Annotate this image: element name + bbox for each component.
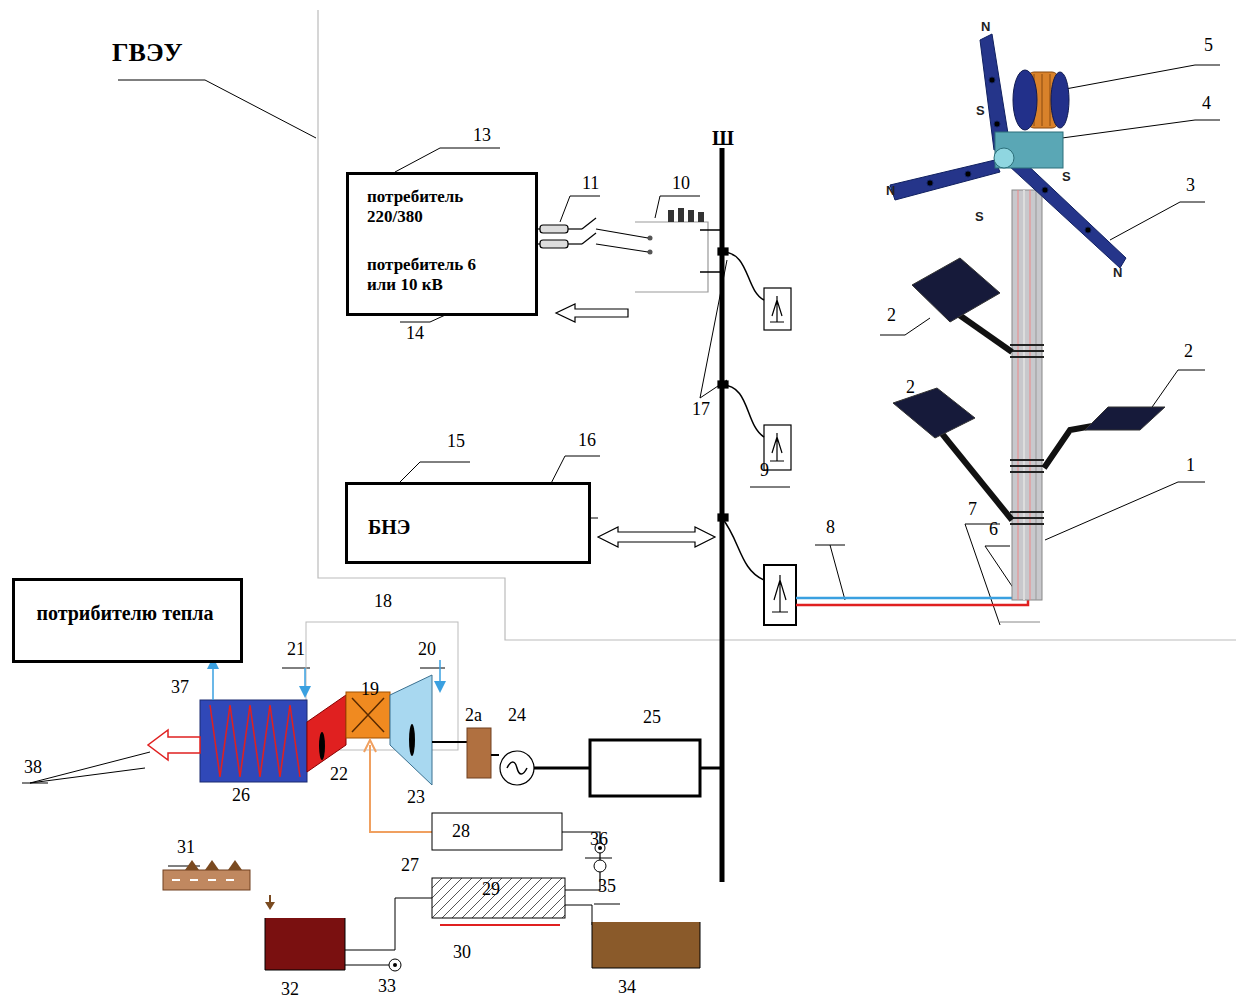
callout-number: 2 [1184, 342, 1193, 360]
gearbox [467, 728, 491, 778]
switch-cabinet [635, 208, 720, 292]
generator [1013, 70, 1069, 130]
pole-letter: S [976, 104, 985, 117]
callout-number: 28 [452, 822, 470, 840]
callout-number: 35 [598, 877, 616, 895]
outlet-arrow [212, 660, 214, 700]
feed-tank [265, 918, 345, 970]
heater [440, 924, 560, 926]
gas-pipe [370, 745, 432, 832]
turbine [307, 695, 346, 772]
callout-number: 18 [374, 592, 392, 610]
callout-number: 2а [465, 706, 482, 724]
callout-number: 1 [1186, 456, 1195, 474]
callout-number: 4 [1202, 94, 1211, 112]
inlet-arrow [439, 660, 441, 690]
callout-number: 2 [887, 306, 896, 324]
compressor [390, 675, 432, 785]
box-text: потребитель 220/380 [367, 187, 507, 228]
callout-number: 17 [692, 400, 710, 418]
consumer-box: потрибителю тепла [12, 578, 243, 663]
heat-flow-arrow [148, 730, 200, 760]
breakers [537, 218, 648, 252]
callout-number: 16 [578, 431, 596, 449]
callout-number: 9 [760, 461, 769, 479]
callout-number: 22 [330, 765, 348, 783]
digester [432, 878, 565, 918]
callout-number: 26 [232, 786, 250, 804]
callout-number: 20 [418, 640, 436, 658]
callout-number: 13 [473, 126, 491, 144]
box-text: потрибителю тепла [25, 601, 225, 625]
callout-number: 5 [1204, 36, 1213, 54]
nacelle [994, 132, 1063, 168]
pole-letter: N [886, 184, 895, 197]
cable [796, 585, 1028, 605]
generator-symbol [500, 751, 534, 785]
callout-number: 36 [590, 830, 608, 848]
rotor-blades [890, 34, 1126, 268]
callout-number: 34 [618, 978, 636, 996]
callout-number: 33 [378, 977, 396, 995]
tower [1010, 190, 1044, 600]
callout-number: 7 [968, 500, 977, 518]
power-flow-arrow [556, 304, 628, 322]
solar-panels [893, 258, 1165, 520]
callout-number: 19 [361, 680, 379, 698]
callout-number: 27 [401, 856, 419, 874]
shaft [432, 741, 467, 743]
consumer-box: БНЭ [345, 482, 591, 564]
callout-number: 31 [177, 838, 195, 856]
plant-title: ГВЭУ [112, 40, 183, 66]
callout-number: 38 [24, 758, 42, 776]
inlet-arrow [304, 668, 306, 695]
pole-letter: N [1113, 266, 1122, 279]
callout-number: 6 [989, 520, 998, 538]
pole-letter: S [1062, 170, 1071, 183]
callout-number: 32 [281, 980, 299, 998]
callout-number: 11 [582, 174, 599, 192]
conveyor [163, 860, 275, 910]
callout-number: 15 [447, 432, 465, 450]
callout-number: 3 [1186, 176, 1195, 194]
box-text: БНЭ [368, 515, 428, 539]
leader-line [118, 80, 316, 138]
callout-number: 37 [171, 678, 189, 696]
callout-number: 14 [406, 324, 424, 342]
callout-number: 29 [482, 880, 500, 898]
bidirectional-arrow [598, 527, 715, 547]
consumer-box: потребитель 220/380 потребитель 6 или 10 … [346, 172, 538, 316]
valve [594, 860, 606, 872]
box-text: потребитель 6 или 10 кВ [367, 255, 485, 296]
callout-number: 2 [906, 378, 915, 396]
region-border [318, 10, 1236, 640]
pole-letter: S [975, 210, 984, 223]
heat-exchanger [200, 700, 307, 782]
pump [389, 959, 401, 971]
converter-box [590, 740, 700, 796]
gas-holder [432, 813, 562, 850]
cable [796, 585, 1020, 598]
pole-letter: N [981, 20, 990, 33]
callout-number: 10 [672, 174, 690, 192]
ground-line [1000, 622, 1040, 623]
callout-number: 21 [287, 640, 305, 658]
callout-number: 24 [508, 706, 526, 724]
callout-number: 23 [407, 788, 425, 806]
callout-number: 8 [826, 518, 835, 536]
combustion-chamber [346, 692, 390, 738]
pipe [345, 898, 432, 950]
bus-label: Ш [712, 128, 734, 148]
leader-lines [22, 65, 1220, 904]
callout-number: 30 [453, 943, 471, 961]
effluent-tank [592, 922, 700, 968]
inverters [718, 248, 796, 625]
callout-number: 25 [643, 708, 661, 726]
